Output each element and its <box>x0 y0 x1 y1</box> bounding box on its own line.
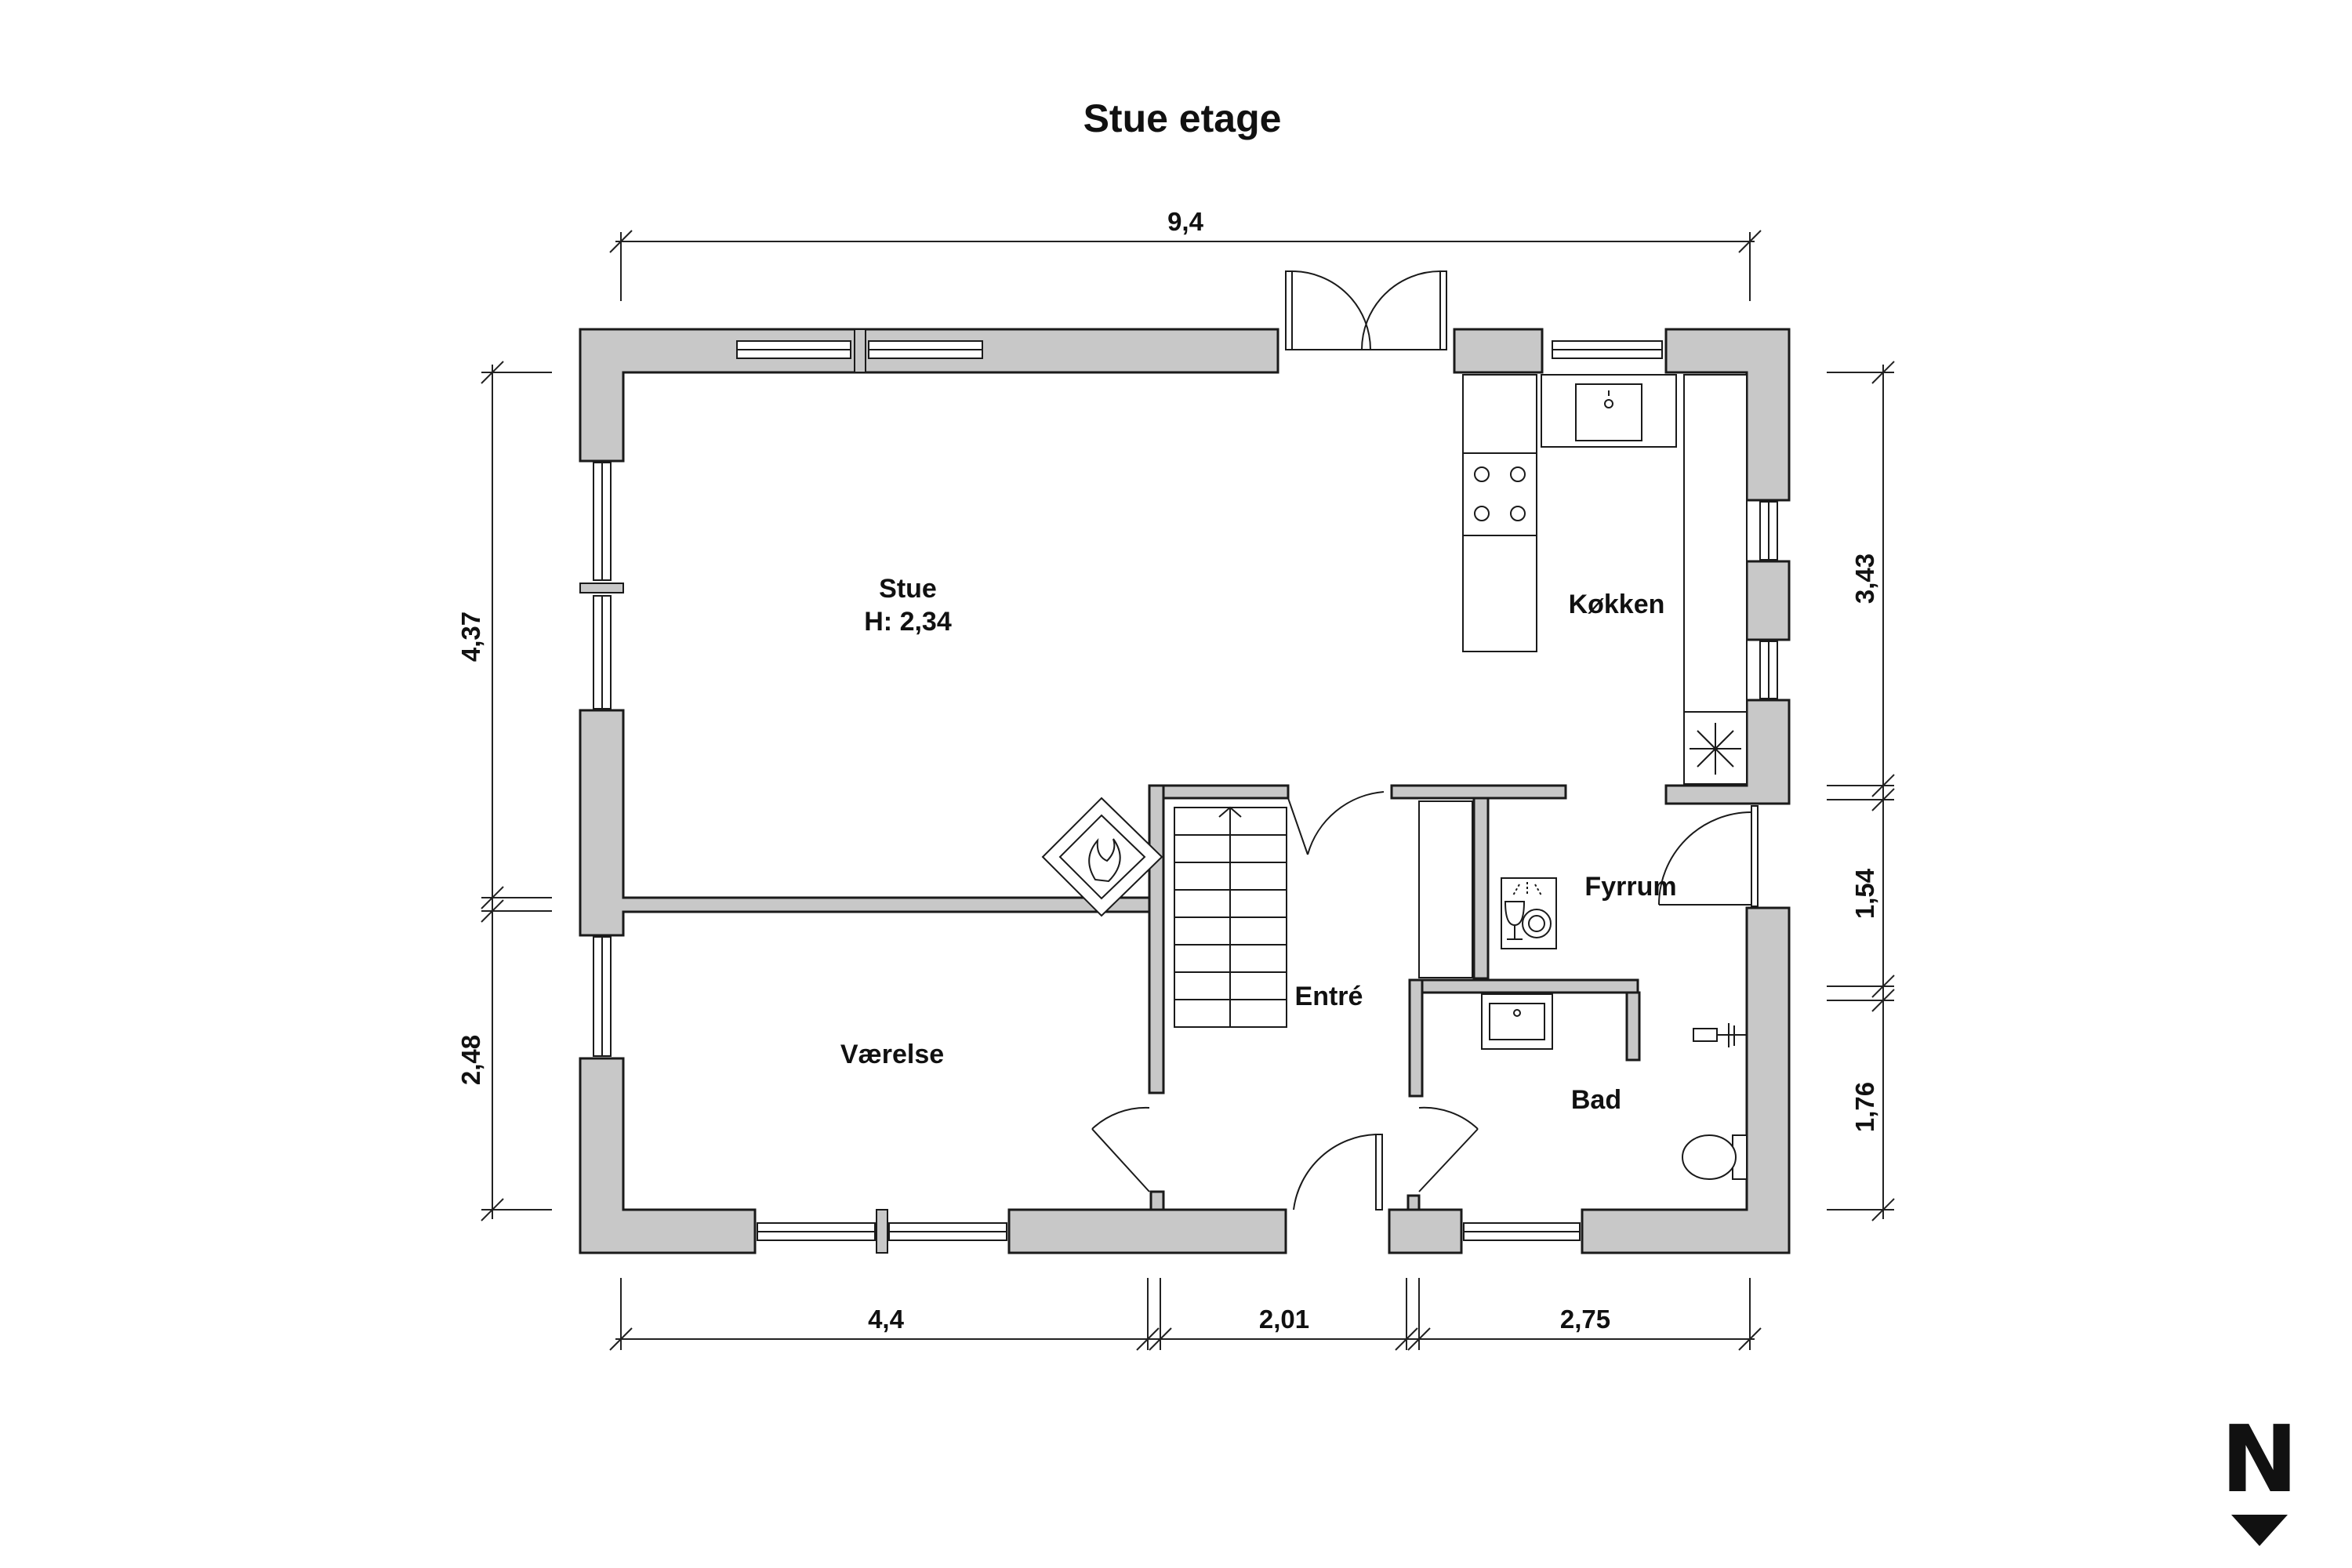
dimension-bottom-middle: 2,01 <box>1259 1305 1309 1334</box>
room-label-stue-height: H: 2,34 <box>864 607 952 637</box>
dimension-left-upper: 4,37 <box>456 612 485 662</box>
room-label-stue: Stue <box>879 574 937 604</box>
exterior-walls <box>579 328 1791 1254</box>
room-label-bad: Bad <box>1571 1085 1621 1115</box>
room-label-fyrrum: Fyrrum <box>1584 872 1676 902</box>
plan-title: Stue etage <box>1083 96 1282 140</box>
dimension-right-lower: 1,76 <box>1850 1082 1879 1132</box>
dimension-bottom-left: 4,4 <box>868 1305 905 1334</box>
fixtures <box>1041 374 1748 1180</box>
shower-icon <box>1693 1023 1747 1047</box>
interior-walls <box>1148 784 1641 1211</box>
room-label-entre: Entré <box>1295 982 1363 1011</box>
dimension-left-lower: 2,48 <box>456 1035 485 1085</box>
wine-glass-icon <box>1504 901 1526 940</box>
dimension-top: 9,4 <box>1167 207 1204 236</box>
fireplace-icon <box>1041 797 1163 917</box>
room-label-kokken: Køkken <box>1569 590 1665 619</box>
dimension-right-upper: 3,43 <box>1850 554 1879 604</box>
dimension-lines <box>481 230 1895 1351</box>
windows <box>579 328 1778 1254</box>
snowflake-icon <box>1690 723 1741 775</box>
north-arrow-icon <box>2231 1515 2288 1546</box>
stove-icon <box>1474 466 1490 482</box>
north-label: N <box>2221 1405 2299 1513</box>
doors <box>1091 270 1759 1210</box>
dimension-right-middle: 1,54 <box>1850 868 1879 919</box>
north-arrow: N <box>2221 1405 2299 1546</box>
dimension-bottom-right: 2,75 <box>1560 1305 1610 1334</box>
toilet-icon <box>1682 1134 1748 1180</box>
room-label-vaerelse: Værelse <box>840 1040 944 1069</box>
